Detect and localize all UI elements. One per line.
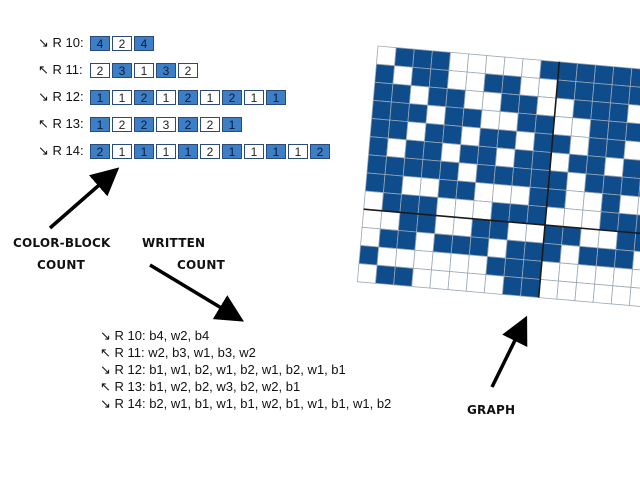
- block-row-label: ↘ R 10:: [38, 35, 84, 50]
- block-cell: 4: [134, 35, 154, 51]
- written-row: ↖ R 13: b1, w2, b2, w3, b2, w2, b1: [100, 379, 301, 394]
- block-cell: 1: [266, 143, 286, 159]
- graph-divider: [537, 61, 561, 298]
- block-cell: 1: [134, 143, 154, 159]
- block-cell: 1: [244, 143, 264, 159]
- block-cell: 2: [90, 62, 110, 78]
- block-row-label: ↘ R 14:: [38, 143, 84, 158]
- block-cell: 2: [178, 89, 198, 105]
- block-cell: 2: [112, 35, 132, 51]
- caption-color-block-line1: COLOR-BLOCK: [13, 236, 111, 250]
- block-cell: 1: [288, 143, 308, 159]
- written-row: ↖ R 11: w2, b3, w1, b3, w2: [100, 345, 256, 360]
- block-cell: 2: [90, 143, 110, 159]
- caption-written-line2: COUNT: [177, 258, 225, 272]
- block-cell: 3: [156, 62, 176, 78]
- graph-divider: [363, 208, 640, 236]
- block-cell: 1: [178, 143, 198, 159]
- block-cell: 1: [156, 143, 176, 159]
- block-cell: 2: [178, 62, 198, 78]
- block-cell: 1: [266, 89, 286, 105]
- written-row: ↘ R 10: b4, w2, b4: [100, 328, 210, 343]
- block-cell: 1: [200, 89, 220, 105]
- graph-cell: [635, 214, 640, 235]
- block-cell: 1: [112, 89, 132, 105]
- arrow-to-written-count: [149, 263, 244, 322]
- block-cell: 1: [90, 116, 110, 132]
- block-cell: 2: [134, 89, 154, 105]
- block-cell: 1: [90, 89, 110, 105]
- block-cell: 1: [156, 89, 176, 105]
- block-cell: 3: [156, 116, 176, 132]
- graph-cell: [632, 250, 640, 272]
- graph-cell: [633, 232, 640, 254]
- graph-cell: [636, 196, 640, 217]
- block-cell: 2: [134, 116, 154, 132]
- arrow-to-color-block-count: [48, 167, 120, 230]
- block-row-label: ↘ R 12:: [38, 89, 84, 104]
- block-cell: 2: [112, 116, 132, 132]
- block-cell: 1: [134, 62, 154, 78]
- block-cell: 1: [112, 143, 132, 159]
- block-cell: 1: [244, 89, 264, 105]
- block-row-label: ↖ R 13:: [38, 116, 84, 131]
- block-row-label: ↖ R 11:: [38, 62, 83, 77]
- block-cell: 2: [200, 143, 220, 159]
- arrow-to-graph: [490, 315, 528, 388]
- caption-written-line1: WRITTEN: [142, 236, 206, 250]
- block-cell: 1: [222, 116, 242, 132]
- written-row: ↘ R 12: b1, w1, b2, w1, b2, w1, b2, w1, …: [100, 362, 346, 377]
- block-cell: 2: [222, 89, 242, 105]
- block-cell: 4: [90, 35, 110, 51]
- block-cell: 1: [222, 143, 242, 159]
- graph-grid: [356, 45, 640, 308]
- block-cell: 2: [200, 116, 220, 132]
- caption-graph: GRAPH: [467, 403, 516, 417]
- written-row: ↘ R 14: b2, w1, b1, w1, b1, w2, b1, w1, …: [100, 396, 392, 411]
- caption-color-block-line2: COUNT: [37, 258, 85, 272]
- block-cell: 2: [310, 143, 330, 159]
- block-cell: 3: [112, 62, 132, 78]
- block-cell: 2: [178, 116, 198, 132]
